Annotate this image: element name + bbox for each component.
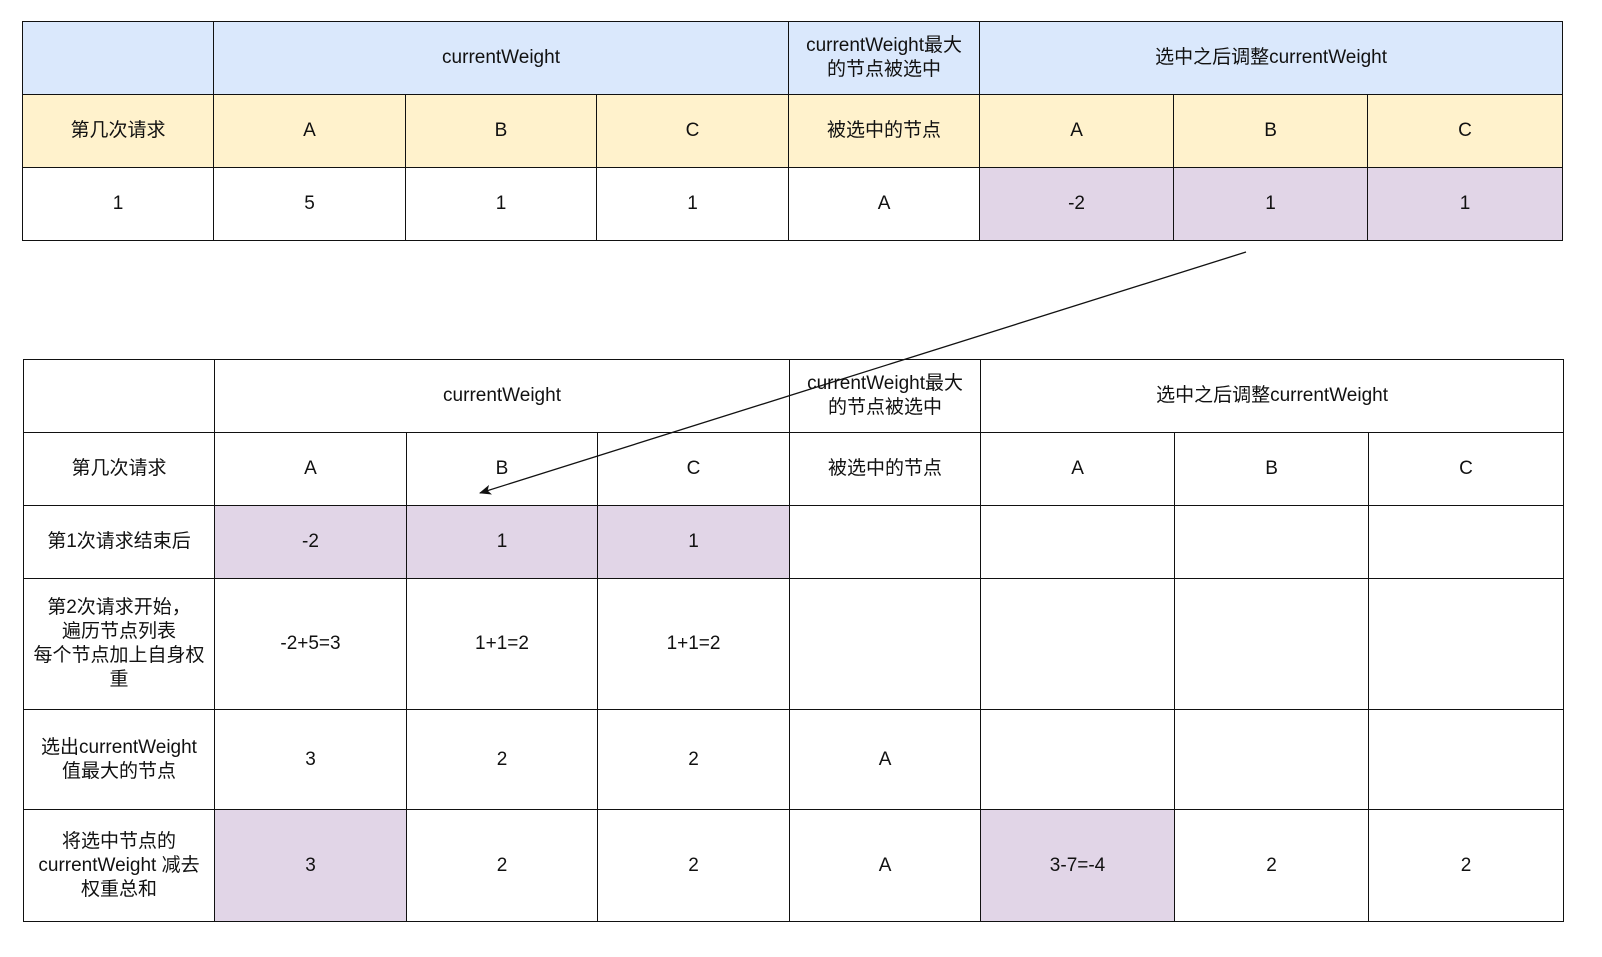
weight-a-cell: -2 bbox=[214, 505, 407, 579]
weight-b-cell: 1 bbox=[406, 505, 598, 579]
table-row: 第1次请求结束后 -2 1 1 bbox=[23, 505, 1565, 579]
selected-node-cell bbox=[789, 578, 982, 710]
request-label-cell: 第1次请求结束后 bbox=[23, 505, 215, 579]
selected-node-cell: A bbox=[788, 167, 981, 241]
request-no-header: 第几次请求 bbox=[22, 94, 214, 168]
corner-cell bbox=[22, 21, 214, 95]
weight-a-cell: 3 bbox=[214, 709, 407, 810]
adjusted-c-header: C bbox=[1368, 432, 1565, 506]
node-c-header: C bbox=[596, 432, 791, 506]
max-selected-header: currentWeight最大 的节点被选中 bbox=[789, 359, 982, 433]
node-c-header: C bbox=[595, 94, 790, 168]
node-a-header: A bbox=[214, 432, 407, 506]
table-header-row-top: currentWeight currentWeight最大 的节点被选中 选中之… bbox=[23, 359, 1565, 433]
weight-b-cell: 2 bbox=[406, 809, 598, 922]
selected-node-cell bbox=[789, 505, 982, 579]
selected-node-header: 被选中的节点 bbox=[788, 94, 981, 168]
current-weight-header: currentWeight bbox=[213, 359, 791, 433]
request-label-cell: 第2次请求开始， 遍历节点列表 每个节点加上自身权 重 bbox=[23, 578, 215, 710]
table-row: 第2次请求开始， 遍历节点列表 每个节点加上自身权 重 -2+5=3 1+1=2… bbox=[23, 578, 1565, 710]
weight-c-cell: 1 bbox=[596, 505, 791, 579]
request-label-cell: 选出currentWeight 值最大的节点 bbox=[23, 709, 215, 810]
table-header-row-sub: 第几次请求 A B C 被选中的节点 A B C bbox=[23, 432, 1565, 506]
node-b-header: B bbox=[405, 94, 597, 168]
adjusted-c-cell bbox=[1368, 578, 1565, 710]
adjusted-a-cell bbox=[980, 709, 1176, 810]
table-row: 将选中节点的 currentWeight 减去 权重总和 3 2 2 A 3-7… bbox=[23, 809, 1565, 922]
node-b-header: B bbox=[406, 432, 598, 506]
adjusted-b-header: B bbox=[1173, 94, 1369, 168]
adjust-after-header: 选中之后调整currentWeight bbox=[979, 21, 1564, 95]
selected-node-cell: A bbox=[789, 709, 982, 810]
adjusted-a-cell bbox=[980, 578, 1176, 710]
adjusted-c-cell: 1 bbox=[1367, 167, 1564, 241]
weight-c-cell: 2 bbox=[596, 709, 791, 810]
adjusted-b-cell: 1 bbox=[1173, 167, 1369, 241]
selected-node-header: 被选中的节点 bbox=[789, 432, 982, 506]
adjusted-a-header: A bbox=[979, 94, 1175, 168]
request-no-header: 第几次请求 bbox=[23, 432, 215, 506]
selected-node-cell: A bbox=[789, 809, 982, 922]
adjusted-c-cell: 2 bbox=[1368, 809, 1565, 922]
request-label-cell: 将选中节点的 currentWeight 减去 权重总和 bbox=[23, 809, 215, 922]
adjusted-b-cell bbox=[1174, 578, 1370, 710]
request-label-cell: 1 bbox=[22, 167, 214, 241]
weight-c-cell: 2 bbox=[596, 809, 791, 922]
adjusted-a-cell bbox=[980, 505, 1176, 579]
adjusted-a-cell: -2 bbox=[979, 167, 1175, 241]
table-row: 1 5 1 1 A -2 1 1 bbox=[22, 167, 1564, 241]
table-row: 选出currentWeight 值最大的节点 3 2 2 A bbox=[23, 709, 1565, 810]
adjusted-a-cell: 3-7=-4 bbox=[980, 809, 1176, 922]
adjusted-c-header: C bbox=[1367, 94, 1564, 168]
weight-a-cell: 5 bbox=[213, 167, 406, 241]
weight-a-cell: -2+5=3 bbox=[214, 578, 407, 710]
table-header-row-top: currentWeight currentWeight最大 的节点被选中 选中之… bbox=[22, 21, 1564, 95]
adjusted-c-cell bbox=[1368, 505, 1565, 579]
weight-a-cell: 3 bbox=[214, 809, 407, 922]
weight-b-cell: 1+1=2 bbox=[406, 578, 598, 710]
node-a-header: A bbox=[213, 94, 406, 168]
adjusted-b-cell bbox=[1174, 709, 1370, 810]
weight-c-cell: 1+1=2 bbox=[596, 578, 791, 710]
corner-cell bbox=[23, 359, 215, 433]
weight-table-request-2: currentWeight currentWeight最大 的节点被选中 选中之… bbox=[23, 359, 1565, 922]
adjusted-b-header: B bbox=[1174, 432, 1370, 506]
adjusted-b-cell bbox=[1174, 505, 1370, 579]
table-header-row-sub: 第几次请求 A B C 被选中的节点 A B C bbox=[22, 94, 1564, 168]
weight-c-cell: 1 bbox=[595, 167, 790, 241]
weight-b-cell: 1 bbox=[405, 167, 597, 241]
adjusted-c-cell bbox=[1368, 709, 1565, 810]
weight-b-cell: 2 bbox=[406, 709, 598, 810]
adjusted-a-header: A bbox=[980, 432, 1176, 506]
current-weight-header: currentWeight bbox=[212, 21, 790, 95]
max-selected-header: currentWeight最大 的节点被选中 bbox=[788, 21, 981, 95]
adjusted-b-cell: 2 bbox=[1174, 809, 1370, 922]
adjust-after-header: 选中之后调整currentWeight bbox=[980, 359, 1565, 433]
weight-table-request-1: currentWeight currentWeight最大 的节点被选中 选中之… bbox=[22, 21, 1564, 241]
